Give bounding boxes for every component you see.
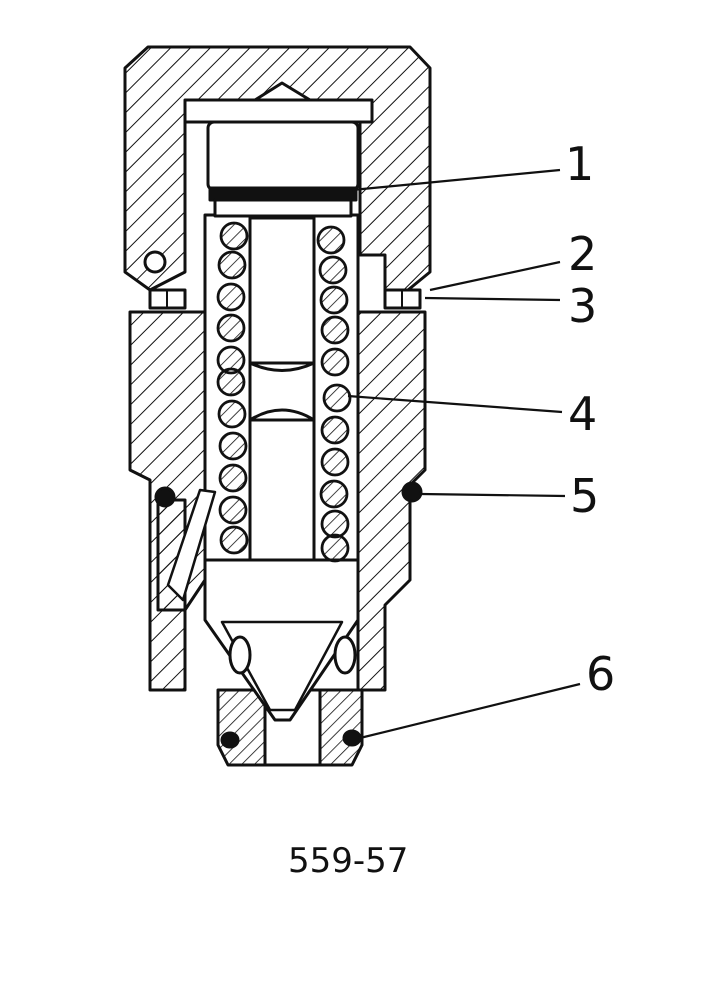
valve-cone-port-left [228,635,252,675]
spring [216,221,352,563]
piston-cap [206,120,360,192]
cap-vent-hole [143,250,167,274]
leader-lines [347,168,581,740]
valve-cone-port-right [333,635,357,675]
o-ring-tip-right [342,729,362,747]
piston-cap-seal [208,186,358,202]
valve-cone-face [220,620,344,712]
callout-4: 4 [568,387,597,441]
cap-top-cone [253,81,312,102]
figure-code: 559-57 [288,841,408,881]
callout-1: 1 [565,137,594,191]
lower-spring-guide [248,418,316,562]
cap-cavity [183,98,374,124]
leader-2 [429,260,561,292]
oblique-bore [166,488,217,602]
o-ring-tip-left [220,731,240,749]
leader-3 [424,296,561,302]
nozzle-tip-right [318,688,364,767]
callout-2: 2 [568,227,597,281]
callout-5: 5 [570,469,599,523]
nozzle-tip [216,688,267,767]
leader-5 [420,492,566,498]
leader-6 [359,682,581,740]
valve-body [123,45,432,767]
o-ring-right [401,481,423,503]
o-ring-left [154,486,176,508]
leader-4 [347,394,563,414]
leader-1 [351,168,561,192]
piston-washer [213,198,353,218]
main-body-right [356,310,427,692]
guide-waist [248,361,316,422]
callout-labels: 1 2 3 4 5 6 [565,137,615,701]
upper-spring-guide [248,216,316,365]
callout-6: 6 [586,647,615,701]
callout-3: 3 [568,279,597,333]
